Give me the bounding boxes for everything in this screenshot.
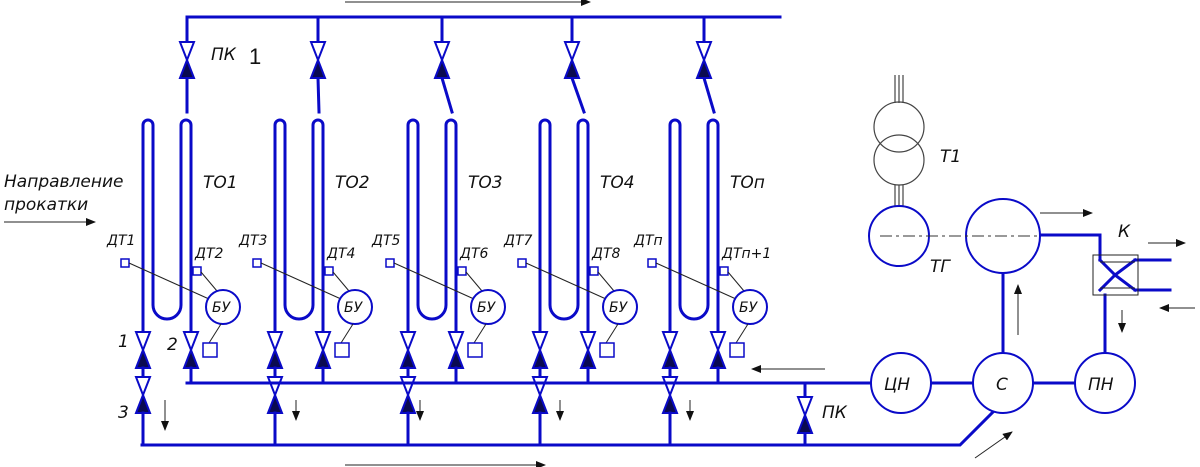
control-unit-label: БУ xyxy=(212,300,232,316)
sensor-label: ДТ4 xyxy=(326,246,355,262)
outlet-valve-4 xyxy=(579,331,597,369)
exchanger-label-4: ТО4 xyxy=(600,173,635,193)
pk-bottom-valve xyxy=(796,396,814,434)
condenser-label: К xyxy=(1118,222,1131,242)
pump-cn-label: ЦН xyxy=(884,375,910,395)
condenser xyxy=(1092,254,1139,296)
sensor-label: ДТп+1 xyxy=(721,246,771,262)
valve-actuator xyxy=(599,342,615,358)
exchanger-label-3: ТО3 xyxy=(468,173,503,193)
inlet-valve-2 xyxy=(266,331,284,369)
temperature-sensor xyxy=(324,266,334,276)
return-header xyxy=(185,381,872,400)
exchanger-label-5: ТОп xyxy=(730,173,765,193)
temperature-sensor xyxy=(647,258,657,268)
generator-label: ТГ xyxy=(930,257,951,277)
inlet-valve-4 xyxy=(531,331,549,369)
top-valve-3 xyxy=(433,41,451,79)
outlet-valve-2 xyxy=(314,331,332,369)
rolling-direction-line2: прокатки xyxy=(4,195,88,215)
bottom-collector xyxy=(140,402,1003,447)
drain-arrows xyxy=(161,400,694,431)
control-unit-label: БУ xyxy=(609,300,629,316)
sensor-label: ДТ2 xyxy=(194,246,223,262)
feed-pump-pn xyxy=(1074,352,1136,414)
top-valve-1 xyxy=(178,41,196,79)
inlet-valve-3 xyxy=(399,331,417,369)
pk-valve-body xyxy=(796,396,814,434)
sensor-label: ДТп xyxy=(633,233,663,249)
rolling-direction-line1: Направление xyxy=(4,172,124,192)
valve-number-2: 2 xyxy=(167,335,178,355)
valve-actuator xyxy=(729,342,745,358)
temperature-sensor xyxy=(589,266,599,276)
valve-actuator xyxy=(467,342,483,358)
control-unit xyxy=(205,289,241,325)
sensor-label: ДТ6 xyxy=(459,246,488,262)
valve-number-1: 1 xyxy=(118,332,129,352)
control-unit xyxy=(602,289,638,325)
control-unit-label: БУ xyxy=(739,300,759,316)
control-unit-label: БУ xyxy=(477,300,497,316)
heat-exchangers: ТО1ДТ1ДТ2БУТО2ДТ3ДТ4БУТО3ДТ5ДТ6БУТО4ДТ7Д… xyxy=(106,41,771,447)
exchanger-label-1: ТО1 xyxy=(203,173,238,193)
control-unit-label: БУ xyxy=(344,300,364,316)
temperature-sensor xyxy=(719,266,729,276)
temperature-sensor xyxy=(192,266,202,276)
temperature-sensor xyxy=(252,258,262,268)
inlet-valve-5 xyxy=(661,331,679,369)
valve-number-3: 3 xyxy=(118,403,129,423)
drain-valve-1 xyxy=(134,376,152,414)
flow-arrow-separator-in xyxy=(974,431,1013,459)
exchanger-label-2: ТО2 xyxy=(335,173,370,193)
valve-actuator xyxy=(202,342,218,358)
control-unit xyxy=(337,289,373,325)
top-steam-header xyxy=(185,15,782,42)
top-valve-5 xyxy=(695,41,713,79)
control-unit xyxy=(732,289,768,325)
pump-pn-label: ПН xyxy=(1088,375,1114,395)
top-valve-4 xyxy=(563,41,581,79)
sensor-label: ДТ3 xyxy=(238,233,267,249)
sensor-label: ДТ7 xyxy=(503,233,532,249)
pk-top-label: ПК xyxy=(211,45,237,65)
temperature-sensor xyxy=(385,258,395,268)
temperature-sensor xyxy=(457,266,467,276)
control-unit xyxy=(470,289,506,325)
top-valve-2 xyxy=(309,41,327,79)
temperature-sensor xyxy=(517,258,527,268)
pk-top-index: 1 xyxy=(249,44,261,69)
circulation-pump-cn xyxy=(870,352,932,414)
sensor-label: ДТ1 xyxy=(106,233,135,249)
turbine-label: Т1 xyxy=(940,147,961,167)
sensor-label: ДТ5 xyxy=(371,233,400,249)
temperature-sensor xyxy=(120,258,130,268)
outlet-valve-1 xyxy=(182,331,200,369)
outlet-valve-3 xyxy=(447,331,465,369)
separator xyxy=(972,352,1034,414)
turbine-generator xyxy=(868,75,1041,274)
separator-label: С xyxy=(996,375,1008,395)
pk-bottom-label: ПК xyxy=(822,403,848,423)
inlet-valve-1 xyxy=(134,331,152,369)
sensor-label: ДТ8 xyxy=(591,246,620,262)
valve-actuator xyxy=(334,342,350,358)
outlet-valve-5 xyxy=(709,331,727,369)
